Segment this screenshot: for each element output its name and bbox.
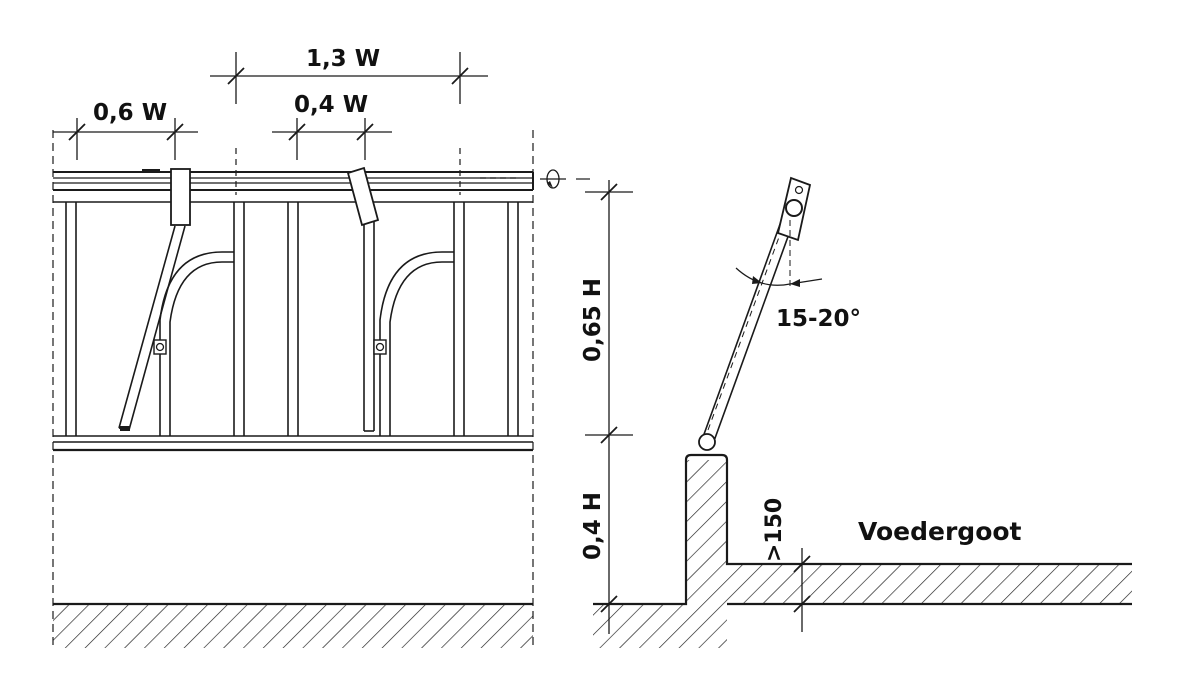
curved-guide-bars xyxy=(159,251,454,436)
height-dimensions: 0,65 H 0,4 H xyxy=(580,180,633,634)
dim-lower-height-label: 0,4 H xyxy=(580,492,606,560)
angle-label: 15-20° xyxy=(776,306,861,332)
dim-mid-label: 0,4 W xyxy=(294,92,368,118)
trough-min-dimension: >150 xyxy=(762,498,811,632)
side-section: 15-20° 0,65 H 0,4 H >150 Voedergoot xyxy=(580,176,1132,648)
trough-wall-section xyxy=(593,460,1132,648)
width-dimensions: 1,3 W 0,4 W 0,6 W xyxy=(53,46,488,195)
top-rail xyxy=(53,169,534,191)
bottom-rail xyxy=(53,435,533,452)
front-view xyxy=(52,130,590,650)
trough-label: Voedergoot xyxy=(858,517,1022,546)
floor-left xyxy=(53,602,533,648)
vertical-neck-bar xyxy=(346,166,387,432)
side-neck-bar xyxy=(698,176,812,451)
tilted-neck-bar xyxy=(118,168,191,431)
dim-left-label: 0,6 W xyxy=(93,100,167,126)
angle-annotation: 15-20° xyxy=(735,220,861,332)
dim-upper-height-label: 0,65 H xyxy=(580,278,606,362)
dim-top-label: 1,3 W xyxy=(306,46,380,72)
pivot-rotation-icon xyxy=(480,169,590,189)
vertical-posts xyxy=(53,201,533,436)
trough-min-label: >150 xyxy=(762,498,787,562)
